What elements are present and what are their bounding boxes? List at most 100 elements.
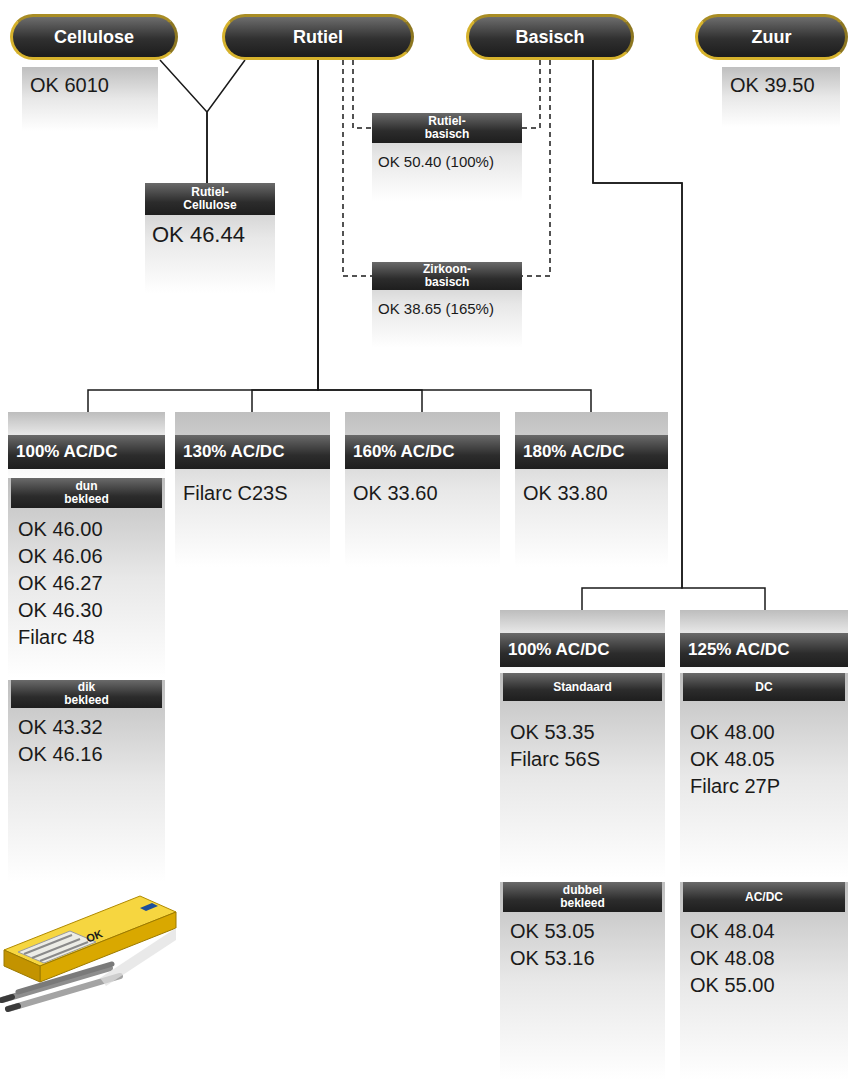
header-band: AC/DC (683, 882, 845, 912)
coating-group: Standaard OK 53.35Filarc 56S (500, 673, 665, 878)
product-code: OK 53.05 (510, 918, 595, 945)
product-list: OK 53.05OK 53.16 (500, 912, 665, 978)
category-pill: Zuur (695, 14, 848, 60)
band-heading: Rutiel- basisch (425, 115, 470, 140)
category-label: Basisch (515, 27, 584, 48)
header-band: Rutiel- Cellulose (145, 183, 275, 215)
product-row: OK 43.32 (18, 714, 155, 741)
product-group-box: 180% AC/DC OK 33.80 (515, 412, 668, 567)
category-label: Zuur (752, 27, 792, 48)
band-heading: DC (755, 681, 772, 694)
band-heading: AC/DC (745, 891, 783, 904)
category-pill: Rutiel (222, 14, 414, 60)
product-row: OK 48.05 (690, 746, 838, 773)
tree-connector (318, 60, 591, 412)
band-heading: 125% AC/DC (688, 640, 789, 660)
dashed-connector (522, 60, 550, 276)
product-code: OK 48.04 (690, 918, 775, 945)
product-row: OK 53.05 (510, 918, 655, 945)
product-list: Filarc C23S (175, 469, 330, 512)
band-heading: 180% AC/DC (523, 442, 624, 462)
product-list: OK 6010 (22, 67, 158, 104)
header-band: 180% AC/DC (515, 435, 668, 469)
product-code: OK 43.32 (18, 714, 103, 741)
product-list: OK 39.50 (722, 67, 840, 104)
product-list: OK 46.44 (145, 215, 275, 255)
product-row: OK 48.00 (690, 719, 838, 746)
product-code: Filarc 48 (18, 624, 95, 651)
product-row: Filarc C23S (183, 481, 322, 506)
pack-seal (100, 928, 176, 986)
category-pill: Cellulose (10, 14, 178, 60)
dashed-connector (522, 60, 540, 128)
band-heading: Standaard (553, 681, 612, 694)
product-group-box: 130% AC/DC Filarc C23S (175, 412, 330, 567)
product-code: OK 53.16 (510, 945, 595, 972)
product-code: OK 46.44 (152, 221, 245, 249)
product-code: OK 48.08 (690, 945, 775, 972)
product-group-box: Zirkoon- basisch OK 38.65 (165%) (372, 262, 522, 348)
header-band: DC (683, 673, 845, 701)
coating-group: dik bekleed OK 43.32OK 46.16 (8, 680, 165, 882)
product-box: OK 39.50 (722, 67, 840, 127)
header-band: Zirkoon- basisch (372, 262, 522, 290)
product-row: OK 46.27 (18, 570, 155, 597)
product-row: OK 46.44 (152, 221, 268, 249)
header-band: 160% AC/DC (345, 435, 500, 469)
product-row: OK 50.40 (100%) (378, 153, 516, 172)
header-band: dubbel bekleed (503, 882, 662, 912)
pack-logo (140, 903, 158, 911)
product-code: OK 6010 (30, 73, 109, 98)
product-group-box: Rutiel- Cellulose OK 46.44 (145, 183, 275, 293)
dashed-connector (353, 60, 372, 128)
coating-group: DC OK 48.00OK 48.05Filarc 27P (680, 673, 848, 878)
band-heading: Zirkoon- basisch (423, 263, 471, 288)
header-band: dik bekleed (11, 680, 162, 708)
product-list: OK 33.80 (515, 469, 668, 512)
band-heading: 130% AC/DC (183, 442, 284, 462)
product-row: OK 46.16 (18, 741, 155, 768)
product-code: OK 38.65 (165%) (378, 300, 494, 319)
product-row: OK 38.65 (165%) (378, 300, 516, 319)
product-code: OK 33.60 (353, 481, 438, 506)
band-heading: dubbel bekleed (560, 884, 605, 909)
product-group-box: Rutiel- basisch OK 50.40 (100%) (372, 113, 522, 201)
product-row: OK 33.80 (523, 481, 660, 506)
category-label: Cellulose (54, 27, 134, 48)
category-label: Rutiel (293, 27, 343, 48)
product-code: Filarc 56S (510, 746, 600, 773)
product-list: OK 38.65 (165%) (372, 290, 522, 325)
product-code: OK 33.80 (523, 481, 608, 506)
product-code: OK 48.00 (690, 719, 775, 746)
product-code: OK 48.05 (690, 746, 775, 773)
current-column: 100% AC/DCdun bekleedOK 46.00OK 46.06OK … (8, 412, 165, 882)
category-pill: Basisch (466, 14, 634, 60)
product-row: OK 33.60 (353, 481, 492, 506)
product-code: OK 46.27 (18, 570, 103, 597)
product-row: OK 53.35 (510, 719, 655, 746)
product-row: OK 6010 (30, 73, 150, 98)
header-band: dun bekleed (11, 478, 162, 508)
band-heading: 160% AC/DC (353, 442, 454, 462)
product-row: OK 46.00 (18, 516, 155, 543)
product-row: OK 48.04 (690, 918, 838, 945)
tree-connector (207, 60, 245, 183)
product-list: OK 53.35Filarc 56S (500, 701, 665, 779)
header-band: Rutiel- basisch (372, 113, 522, 143)
product-row: Filarc 56S (510, 746, 655, 773)
product-row: OK 48.08 (690, 945, 838, 972)
coating-group: AC/DC OK 48.04OK 48.08OK 55.00 (680, 882, 848, 1080)
band-heading: 100% AC/DC (16, 442, 117, 462)
product-row: OK 39.50 (730, 73, 832, 98)
product-list: OK 48.04OK 48.08OK 55.00 (680, 912, 848, 1005)
product-list: OK 48.00OK 48.05Filarc 27P (680, 701, 848, 806)
dashed-connector (343, 60, 372, 276)
product-code: OK 46.00 (18, 516, 103, 543)
header-band: 100% AC/DC (500, 633, 665, 667)
product-group-box: 160% AC/DC OK 33.60 (345, 412, 500, 567)
product-list: OK 50.40 (100%) (372, 143, 522, 178)
band-heading: Rutiel- Cellulose (183, 186, 236, 211)
product-box: OK 6010 (22, 67, 158, 131)
pack-window (18, 931, 96, 963)
